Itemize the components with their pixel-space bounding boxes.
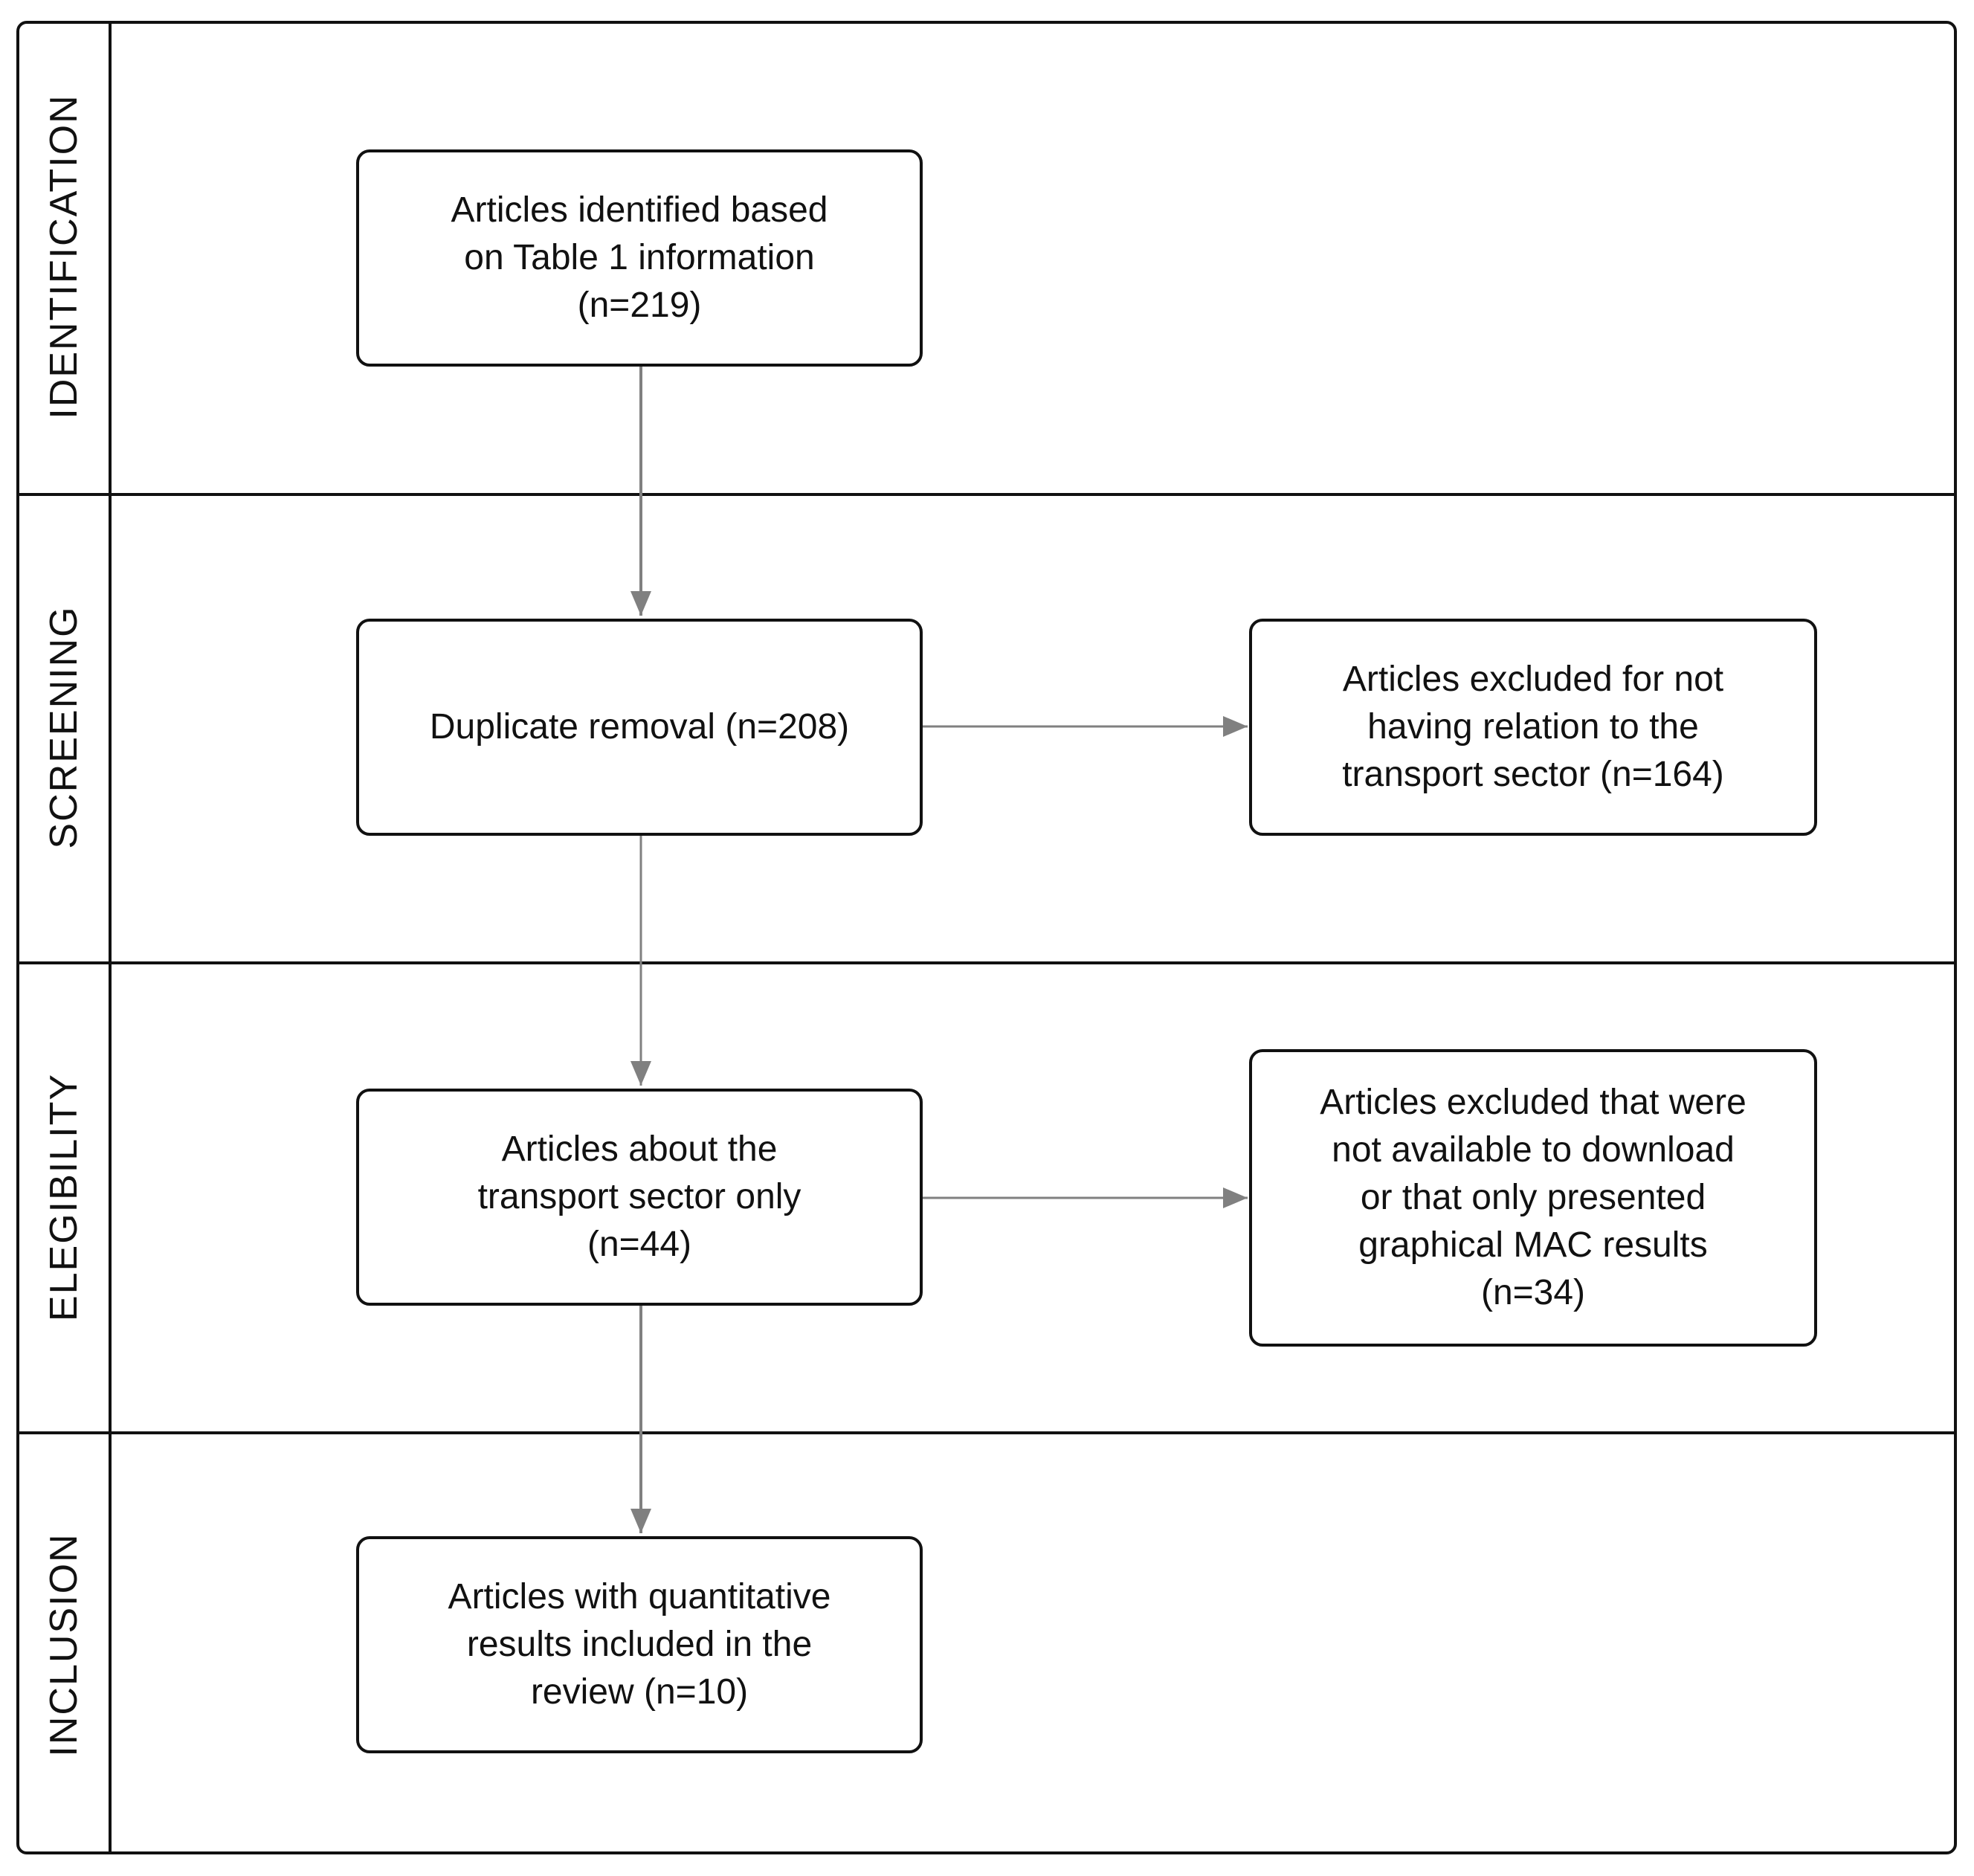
box-line: (n=34) <box>1480 1273 1586 1312</box>
box-line: or that only presented <box>1360 1178 1706 1217</box>
box-line: having relation to the <box>1367 707 1699 747</box>
box-line: (n=44) <box>587 1225 692 1264</box>
box-line: graphical MAC results <box>1358 1225 1708 1265</box>
box-line: results included in the <box>466 1625 813 1664</box>
box-line: (n=219) <box>577 286 702 325</box>
phase-divider-2 <box>16 961 1957 964</box>
box-excluded-not-downloadable: Articles excluded that were not availabl… <box>1249 1049 1817 1347</box>
box-line: Duplicate removal (n=208) <box>429 707 850 747</box>
phase-divider-3 <box>16 1431 1957 1434</box>
box-articles-identified: Articles identified based on Table 1 inf… <box>356 149 923 367</box>
box-line: Articles excluded that were <box>1320 1083 1746 1122</box>
box-line: Articles with quantitative <box>448 1577 831 1616</box>
box-duplicate-removal: Duplicate removal (n=208) <box>356 619 923 836</box>
box-line: Articles identified based <box>451 190 828 230</box>
box-line: transport sector only <box>477 1177 801 1216</box>
phase-divider-1 <box>16 493 1957 496</box>
box-line: review (n=10) <box>530 1672 749 1712</box>
box-line: transport sector (n=164) <box>1342 755 1724 794</box>
box-line: Articles excluded for not <box>1342 660 1724 699</box>
box-line: not available to download <box>1332 1130 1735 1170</box>
box-excluded-not-transport: Articles excluded for not having relatio… <box>1249 619 1817 836</box>
box-articles-included: Articles with quantitative results inclu… <box>356 1536 923 1753</box>
box-line: on Table 1 information <box>464 238 815 277</box>
diagram-frame <box>16 21 1957 1854</box>
phase-column-divider <box>109 21 112 1854</box>
box-line: Articles about the <box>501 1129 778 1169</box>
box-transport-sector-only: Articles about the transport sector only… <box>356 1089 923 1306</box>
